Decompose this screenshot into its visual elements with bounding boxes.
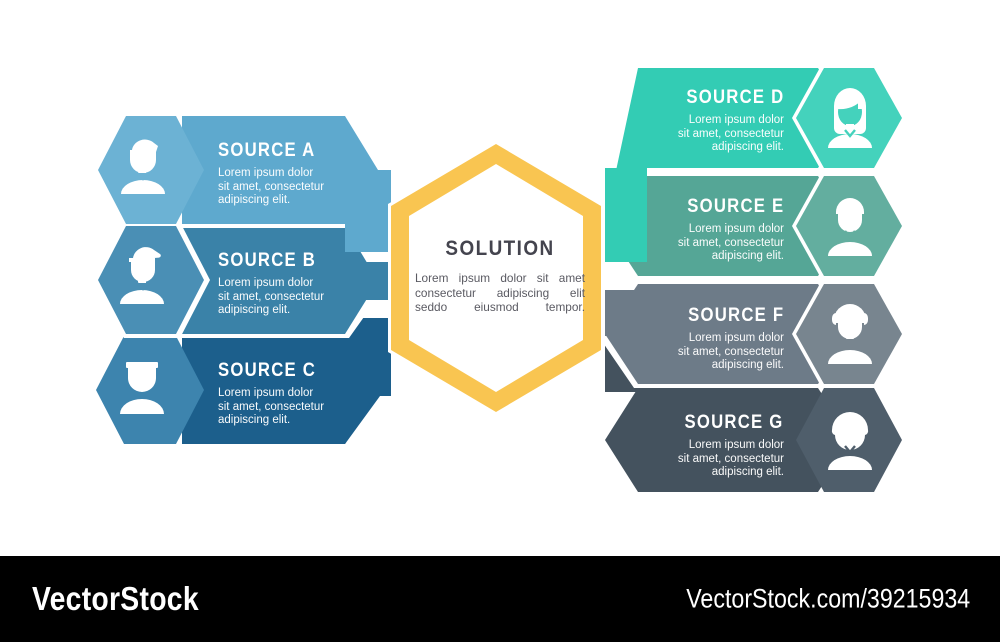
source-c-group[interactable] [96, 318, 391, 444]
person-headband-icon [120, 362, 164, 414]
source-b-hexagon[interactable] [98, 226, 204, 334]
vectorstock-url: VectorStock.com/39215934 [686, 583, 970, 614]
source-b-connector [345, 262, 393, 300]
source-f-connector [605, 290, 645, 336]
source-a-panel[interactable] [182, 116, 378, 224]
source-e-panel[interactable] [605, 176, 852, 276]
woman-headset-icon [828, 304, 872, 364]
woman-longhair-icon [828, 88, 872, 148]
person-cap-icon [120, 247, 164, 304]
source-d-panel[interactable] [605, 68, 852, 222]
source-d-group[interactable] [597, 64, 908, 266]
man-shorthair-icon [828, 198, 872, 256]
source-b-group[interactable] [94, 206, 398, 338]
infographic-canvas: SOURCE A Lorem ipsum dolor sit amet, con… [94, 64, 908, 492]
person-glasses-icon [121, 139, 165, 194]
infographic-svg [94, 64, 908, 492]
source-d-connector [605, 168, 647, 262]
person-curlyhair-icon [828, 412, 872, 470]
source-f-panel[interactable] [605, 284, 852, 384]
source-c-hexagon[interactable] [96, 336, 204, 444]
solution-hexagon-outline-white [388, 140, 604, 416]
vectorstock-brand: VectorStock [32, 580, 199, 617]
source-g-panel[interactable] [605, 388, 852, 492]
source-f-group[interactable] [597, 280, 908, 388]
watermark-footer: VectorStock VectorStock.com/39215934 [0, 556, 1000, 642]
source-c-panel-body[interactable] [182, 336, 378, 444]
source-b-panel[interactable] [182, 226, 378, 334]
source-a-connector [345, 170, 391, 252]
source-a-group[interactable] [98, 112, 391, 254]
source-e-group[interactable] [597, 172, 908, 280]
solution-hexagon[interactable] [388, 140, 604, 416]
